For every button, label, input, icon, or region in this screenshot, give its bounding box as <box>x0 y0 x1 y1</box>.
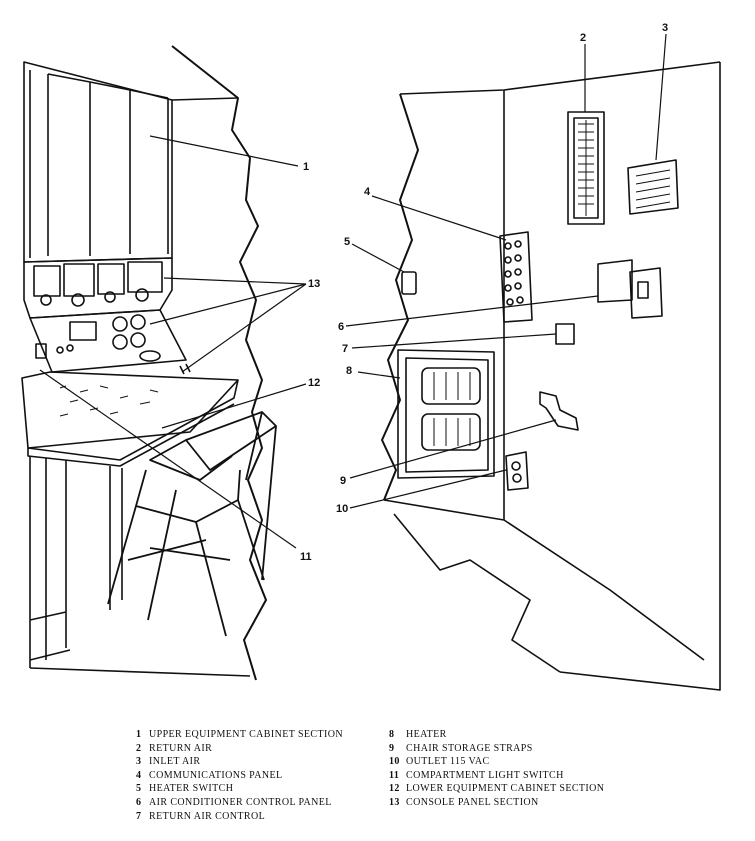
callout-7: 7 <box>342 343 348 355</box>
callout-6: 6 <box>338 321 344 333</box>
callout-numbers: 1 2 3 4 5 6 7 8 9 10 11 12 13 <box>300 22 668 563</box>
floor-outline <box>383 499 705 673</box>
lower-cabinet <box>29 456 123 668</box>
break-line-right <box>381 93 419 501</box>
inlet-air-vent <box>627 159 679 215</box>
folding-chair <box>107 411 277 637</box>
console-gauge-box <box>33 265 61 297</box>
break-line-left <box>171 45 267 681</box>
return-air-control <box>555 323 575 345</box>
callout-1: 1 <box>303 161 309 173</box>
return-air-grille <box>567 111 605 225</box>
writing-desk <box>21 371 239 449</box>
callout-12: 12 <box>308 377 320 389</box>
air-conditioner-control-panel <box>597 259 663 319</box>
right-compartment-view <box>381 61 721 691</box>
heater-unit <box>397 349 495 479</box>
outlet-115vac <box>505 451 529 491</box>
callout-4: 4 <box>364 186 371 198</box>
equipment-compartment-illustration: 1 2 3 4 5 6 7 8 9 10 11 12 13 <box>21 22 721 691</box>
left-compartment-view <box>21 45 277 681</box>
callout-11: 11 <box>300 551 312 563</box>
callout-13: 13 <box>308 278 320 290</box>
callout-8: 8 <box>346 365 352 377</box>
upper-cabinet-panels <box>29 70 169 258</box>
cabinet-outline <box>23 61 173 263</box>
heater-switch <box>401 271 417 295</box>
callout-2: 2 <box>580 32 586 44</box>
chair-storage-straps <box>539 391 579 431</box>
callout-9: 9 <box>340 475 346 487</box>
leader-lines <box>39 33 667 549</box>
callout-10: 10 <box>336 503 348 515</box>
callout-3: 3 <box>662 22 668 34</box>
communications-panel <box>499 231 533 323</box>
callout-5: 5 <box>344 236 350 248</box>
